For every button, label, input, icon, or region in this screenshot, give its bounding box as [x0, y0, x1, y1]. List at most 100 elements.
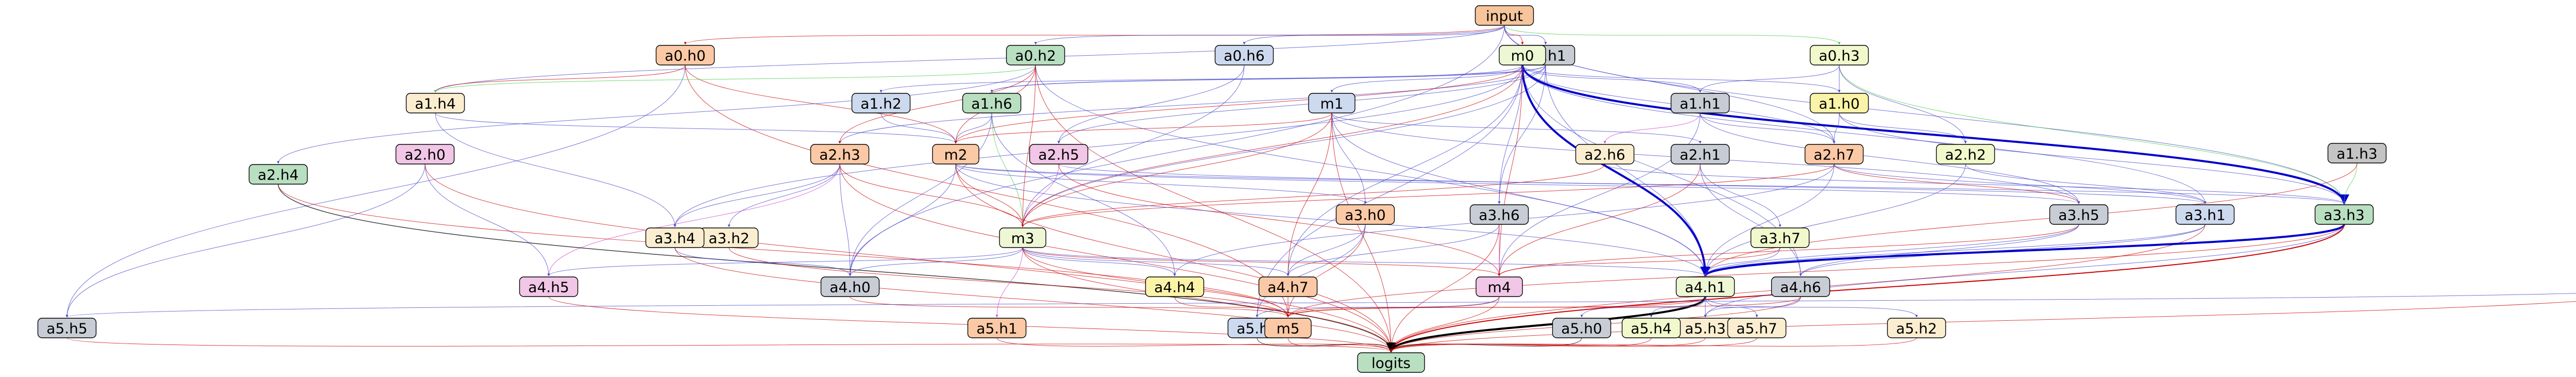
edge-a0.h1-to-a3.h6: [1498, 64, 1546, 204]
node-a4-h1: a4.h1: [1675, 276, 1735, 297]
node-a2-h6: a2.h6: [1575, 144, 1635, 165]
node-label: m0: [1511, 47, 1534, 64]
edge-a2.h3-to-a4.h0: [839, 163, 852, 276]
node-box: [962, 93, 1022, 113]
edge-input-to-a3.h3: [1504, 25, 2346, 204]
node-label: m3: [1011, 230, 1034, 247]
edge-a5.h6-to-logits: [1257, 337, 1393, 352]
node-a3-h3: a3.h3: [2314, 204, 2374, 225]
edge-a3.h2-to-m5: [728, 247, 1290, 318]
edge-a2.h4-to-m5: [278, 184, 1290, 318]
node-box: [1469, 204, 1529, 225]
node-box: [1264, 318, 1312, 338]
edge-a1.h1-to-a2.h6: [1603, 112, 1701, 144]
edge-m2-to-a3.h5: [955, 163, 2080, 204]
edge-a0.h2-to-m3: [1021, 64, 1036, 227]
node-box: [1029, 144, 1089, 165]
edge-a0.h3-to-a2.h2: [1839, 64, 1967, 144]
edge-layer: [65, 25, 2576, 353]
node-box: [1887, 318, 1946, 338]
edge-a2.h3-to-m3: [839, 163, 1024, 227]
edge-a3.h1-to-a4.h6: [1799, 224, 2206, 276]
node-box: [2175, 204, 2235, 225]
node-label: a5.h4: [1631, 320, 1671, 337]
edge-m4-to-a5.h6: [1256, 296, 1500, 318]
node-label: m2: [944, 146, 967, 163]
edge-m0-to-a3.h6: [1498, 64, 1523, 204]
edge-m1-to-m3: [1021, 112, 1332, 227]
edge-m2-to-a4.h1: [955, 163, 1707, 276]
node-box: [1675, 276, 1735, 297]
edge-a0.h6-to-a2.h5: [1057, 64, 1245, 144]
edge-m3-to-a4.h7: [1022, 247, 1290, 276]
edge-input-to-a0.h1: [1504, 25, 1547, 45]
node-label: a2.h5: [1038, 146, 1079, 163]
node-box: [1552, 318, 1612, 338]
edge-a1.h4-to-a3.h4: [435, 112, 676, 227]
edge-m1-to-m2: [954, 112, 1332, 144]
edge-a0.h0-to-a5.h5: [65, 64, 686, 318]
edge-m5-to-logits: [1287, 337, 1393, 352]
edge-a2.h7-to-a4.h1: [1704, 163, 1835, 276]
node-label: a0.h0: [665, 47, 705, 64]
edge-a1.h6-to-m3: [991, 112, 1024, 227]
edge-a3.h3-to-a5.h3: [1704, 224, 2345, 318]
node-box: [519, 276, 579, 297]
node-label: a2.h2: [1945, 146, 1986, 163]
edge-a3.h4-to-logits: [674, 247, 1393, 352]
node-label: a0.h6: [1224, 47, 1264, 64]
node-label: m4: [1487, 279, 1511, 296]
edge-a1.h1-to-m4: [1498, 112, 1701, 276]
node-label: a4.h0: [829, 279, 870, 296]
node-a3-h1: a3.h1: [2175, 204, 2235, 225]
edge-a0.h2-to-a2.h4: [277, 64, 1036, 164]
edge-m3-to-a4.h4: [1022, 247, 1176, 276]
edge-a0.h2-to-a2.h3: [838, 64, 1036, 144]
edge-a0.h6-to-m3: [1021, 64, 1245, 227]
edge-m2-to-a3.h0: [955, 163, 1367, 204]
node-label: a3.h0: [1345, 207, 1385, 224]
node-box: [405, 93, 465, 113]
node-label: a0.h2: [1015, 47, 1056, 64]
edge-a5.h4-to-logits: [1389, 337, 1652, 352]
node-label: input: [1486, 8, 1523, 25]
node-a0-h3: a0.h3: [1809, 45, 1869, 65]
node-a2-h3: a2.h3: [810, 144, 870, 165]
edge-a1.h0-to-a3.h3: [1839, 112, 2346, 204]
node-a4-h5: a4.h5: [519, 276, 579, 297]
edge-a3.h6-to-a4.h7: [1286, 224, 1500, 276]
node-box: [1809, 93, 1869, 113]
edge-a3.h3-to-logits: [1388, 224, 2345, 352]
node-box: [1476, 276, 1523, 297]
edge-a4.h1-to-a5.h2: [1705, 296, 1918, 318]
edge-a0.h1-to-a2.h5: [1057, 64, 1546, 144]
edge-a1.h1-to-a3.h5: [1700, 112, 2080, 204]
edge-a0.h2-to-a1.h4: [434, 64, 1036, 93]
node-box: [1750, 227, 1810, 248]
node-a0-h6: a0.h6: [1214, 45, 1274, 65]
edge-a2.h3-to-logits: [839, 163, 1393, 352]
node-label: a2.h7: [1814, 146, 1854, 163]
node-a0-h0: a0.h0: [655, 45, 715, 65]
node-label: m1: [1320, 95, 1343, 112]
edge-m3-to-a4.h5: [547, 247, 1023, 276]
node-box: [655, 45, 715, 65]
edge-a4.h1-to-a5.h0: [1580, 296, 1706, 318]
node-box: [2049, 204, 2109, 225]
edge-a2.h3-to-a3.h4: [673, 163, 840, 227]
node-label: a2.h4: [258, 167, 298, 184]
edge-m0-to-a1.h6: [990, 64, 1523, 93]
node-logits: logits: [1357, 352, 1425, 373]
node-input: input: [1475, 5, 1534, 26]
node-box: [395, 144, 455, 165]
edge-m3-to-a4.h1: [1022, 247, 1707, 276]
edge-m0-to-a4.h1: [1521, 64, 1710, 277]
edge-m0-to-m2: [954, 64, 1523, 144]
node-box: [1804, 144, 1864, 165]
edge-input-to-a0.h3: [1504, 25, 1841, 45]
node-box: [1357, 352, 1425, 373]
edge-m1-to-a3.h0: [1331, 112, 1367, 204]
node-label: a3.h6: [1479, 207, 1519, 224]
edge-a1.h6-to-m2: [954, 112, 992, 144]
node-label: a1.h1: [1680, 95, 1720, 112]
